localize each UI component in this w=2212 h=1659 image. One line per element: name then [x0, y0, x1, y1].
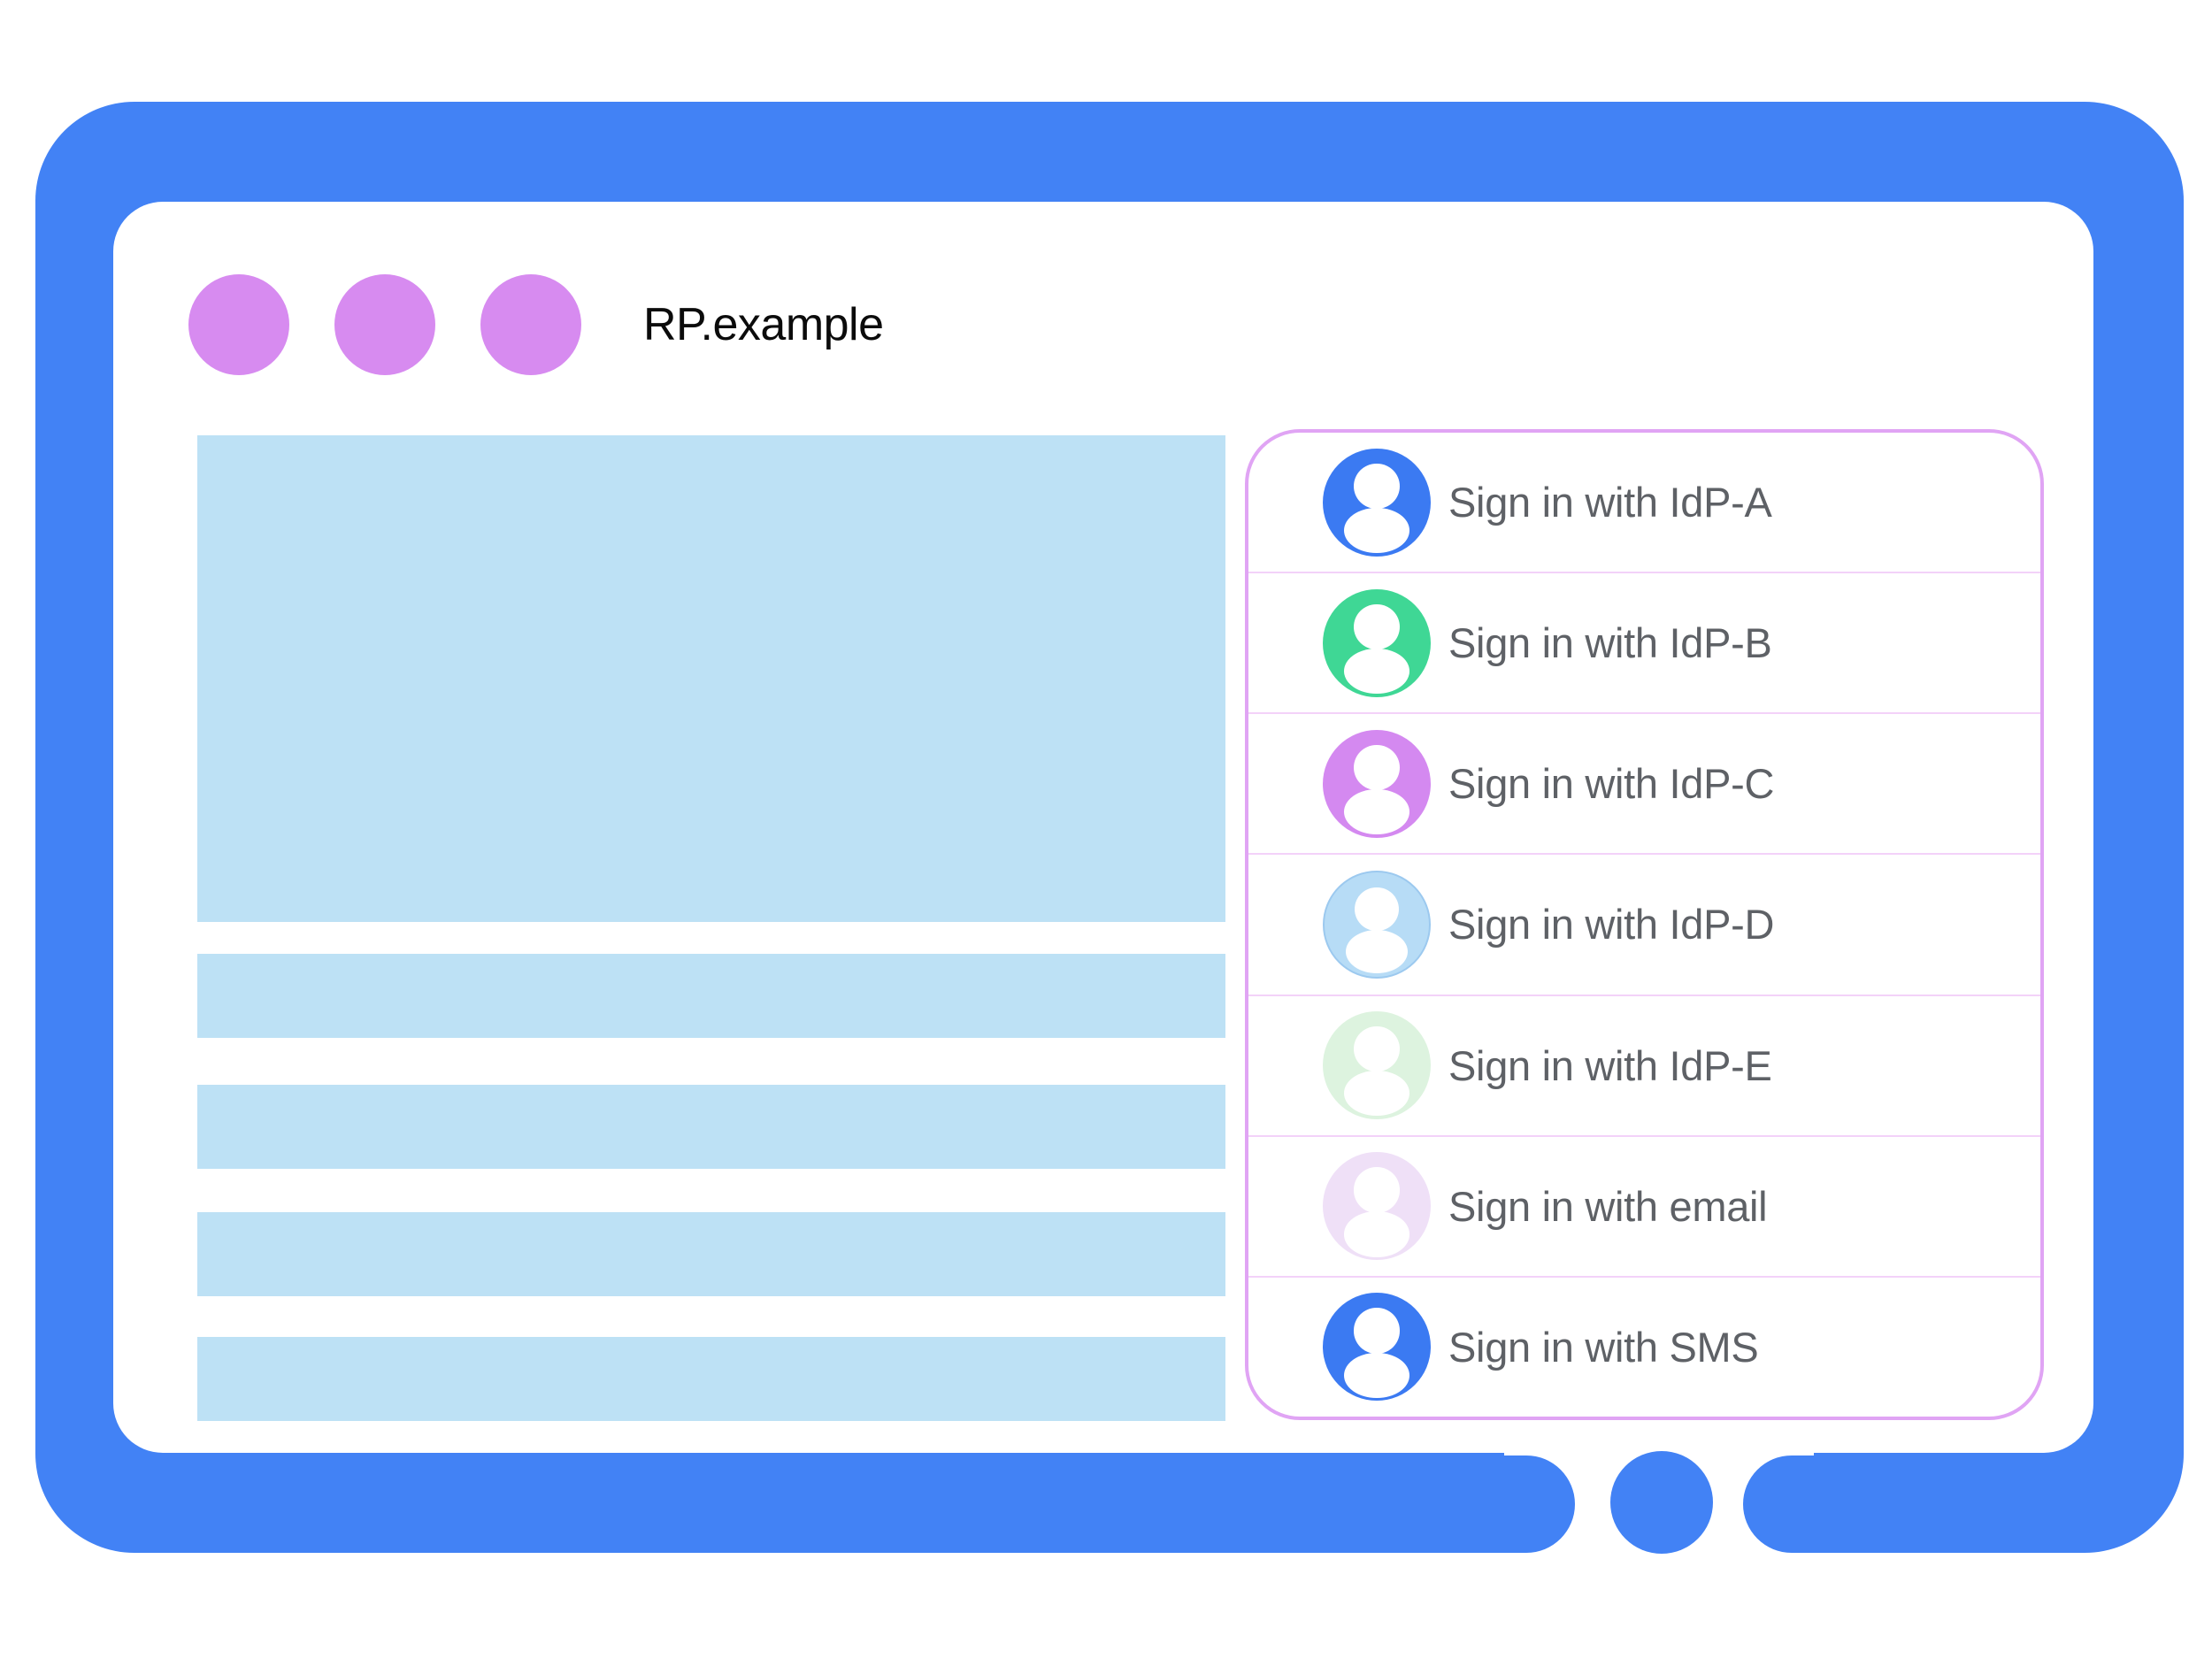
frame-bottom-left-end	[1414, 1455, 1575, 1553]
avatar-shoulders	[1344, 1211, 1409, 1257]
avatar-head	[1354, 603, 1400, 650]
avatar-shoulders	[1344, 507, 1409, 553]
signin-panel: Sign in with IdP-A Sign in with IdP-B Si…	[1245, 429, 2044, 1420]
signin-option-email[interactable]: Sign in with email	[1248, 1134, 2040, 1276]
signin-option-label: Sign in with IdP-D	[1448, 901, 1775, 949]
signin-option-label: Sign in with email	[1448, 1182, 1768, 1230]
user-avatar-icon	[1323, 870, 1431, 979]
window-control-dot-2[interactable]	[334, 274, 435, 375]
signin-option-idp-d[interactable]: Sign in with IdP-D	[1248, 853, 2040, 994]
avatar-shoulders	[1344, 1352, 1409, 1398]
signin-option-idp-a[interactable]: Sign in with IdP-A	[1248, 433, 2040, 572]
avatar-head	[1354, 1026, 1400, 1072]
user-avatar-icon	[1323, 588, 1431, 697]
signin-option-label: Sign in with IdP-C	[1448, 760, 1775, 808]
window-control-dot-3[interactable]	[480, 274, 581, 375]
content-placeholder-bar-4	[197, 1337, 1225, 1421]
avatar-head	[1354, 1308, 1400, 1354]
user-avatar-icon	[1323, 1152, 1431, 1261]
signin-option-sms[interactable]: Sign in with SMS	[1248, 1275, 2040, 1417]
content-placeholder-hero	[197, 435, 1225, 922]
user-avatar-icon	[1323, 1011, 1431, 1120]
avatar-shoulders	[1344, 788, 1409, 835]
signin-option-idp-e[interactable]: Sign in with IdP-E	[1248, 994, 2040, 1135]
avatar-head	[1354, 1167, 1400, 1213]
hinge-circle-icon	[1610, 1451, 1713, 1554]
user-avatar-icon	[1323, 729, 1431, 838]
site-title: RP.example	[643, 299, 884, 350]
content-placeholder-bar-1	[197, 954, 1225, 1038]
content-placeholder-bar-3	[197, 1212, 1225, 1296]
avatar-shoulders	[1344, 1071, 1409, 1117]
signin-option-label: Sign in with IdP-E	[1448, 1041, 1772, 1089]
window-control-dot-1[interactable]	[188, 274, 289, 375]
signin-option-label: Sign in with IdP-B	[1448, 619, 1772, 667]
user-avatar-icon	[1323, 1293, 1431, 1402]
avatar-head	[1354, 463, 1400, 509]
content-placeholder-bar-2	[197, 1085, 1225, 1169]
user-avatar-icon	[1323, 448, 1431, 557]
signin-option-idp-b[interactable]: Sign in with IdP-B	[1248, 572, 2040, 712]
signin-option-label: Sign in with IdP-A	[1448, 479, 1772, 526]
avatar-shoulders	[1344, 648, 1409, 695]
avatar-head	[1355, 887, 1399, 932]
signin-option-idp-c[interactable]: Sign in with IdP-C	[1248, 712, 2040, 853]
avatar-head	[1354, 744, 1400, 791]
frame-bottom-right-end	[1743, 1455, 1904, 1553]
avatar-shoulders	[1345, 929, 1409, 974]
signin-option-label: Sign in with SMS	[1448, 1323, 1759, 1371]
